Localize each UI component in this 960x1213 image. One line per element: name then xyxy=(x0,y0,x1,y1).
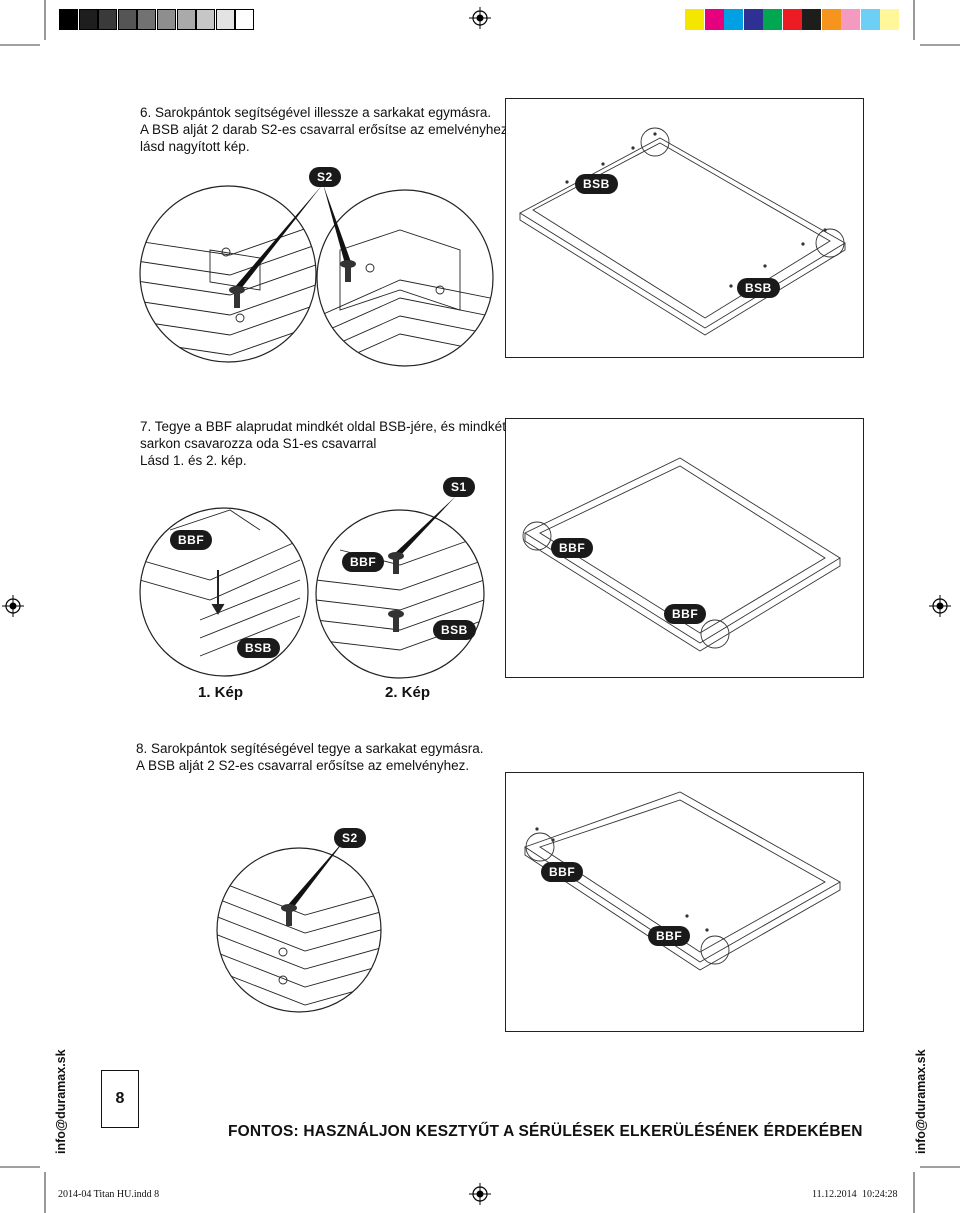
part-label-bbf-frame-bottom: BBF xyxy=(664,604,707,624)
gray-swatch xyxy=(176,9,196,30)
side-email-left: info@duramax.sk xyxy=(54,1049,68,1154)
gray-swatch xyxy=(215,9,235,30)
process-swatch xyxy=(685,9,704,30)
gray-swatch xyxy=(157,9,176,30)
step8-instructions: 8. Sarokpántok segítéségével tegye a sar… xyxy=(136,740,483,774)
gray-swatch xyxy=(117,9,137,30)
step7-instructions: 7. Tegye a BBF alaprudat mindkét oldal B… xyxy=(140,418,506,469)
process-swatch xyxy=(782,9,802,30)
page-number-box: 8 xyxy=(101,1070,139,1128)
gray-swatch xyxy=(78,9,98,30)
step7-frame-illustration xyxy=(522,457,841,652)
step6-line: A BSB alját 2 darab S2-es csavarral erős… xyxy=(140,122,512,137)
step6-detail-illustration xyxy=(139,184,494,367)
process-swatch xyxy=(880,9,899,30)
slug-time: 10:24:28 xyxy=(862,1189,898,1200)
part-label-bsb-detail1: BSB xyxy=(237,638,280,658)
part-label-bsb-detail2: BSB xyxy=(433,620,476,640)
screw-label-s2-step8: S2 xyxy=(334,828,366,848)
step7-line: 7. Tegye a BBF alaprudat mindkét oldal B… xyxy=(140,419,506,434)
step8-line: A BSB alját 2 S2-es csavarral erősítse a… xyxy=(136,758,470,773)
slug-date: 11.12.2014 xyxy=(812,1189,857,1200)
gray-swatch xyxy=(98,9,118,30)
step6-line: lásd nagyított kép. xyxy=(140,139,250,154)
registration-mark-icon xyxy=(929,595,951,617)
registration-mark-icon xyxy=(469,1183,491,1205)
gray-swatch xyxy=(137,9,157,30)
part-label-bsb-top: BSB xyxy=(575,174,618,194)
step8-detail-illustration xyxy=(216,836,382,1013)
step7-detail-illustration xyxy=(139,496,485,679)
step6-line: 6. Sarokpántok segítségével illessze a s… xyxy=(140,105,492,120)
side-email-right: info@duramax.sk xyxy=(914,1049,928,1154)
part-label-bbf-step8-bottom: BBF xyxy=(648,926,691,946)
caption-image-2: 2. Kép xyxy=(385,684,431,701)
process-swatch xyxy=(724,9,743,30)
step6-frame-illustration xyxy=(519,127,846,336)
part-label-bbf-detail2: BBF xyxy=(342,552,385,572)
screw-label-s1: S1 xyxy=(443,477,475,497)
gray-swatch xyxy=(235,9,255,30)
part-label-bsb-bottom: BSB xyxy=(737,278,780,298)
process-swatch xyxy=(763,9,782,30)
process-swatch xyxy=(841,9,860,30)
process-swatch xyxy=(802,9,821,30)
step6-instructions: 6. Sarokpántok segítségével illessze a s… xyxy=(140,104,511,155)
step8-line: 8. Sarokpántok segítéségével tegye a sar… xyxy=(136,741,484,756)
process-swatch xyxy=(860,9,880,30)
part-label-bbf-detail1: BBF xyxy=(170,530,213,550)
caption-image-1: 1. Kép xyxy=(198,684,244,701)
process-swatch xyxy=(821,9,841,30)
gray-swatch xyxy=(196,9,216,30)
slug-filename: 2014-04 Titan HU.indd 8 xyxy=(58,1189,160,1200)
part-label-bbf-step8-top: BBF xyxy=(541,862,584,882)
screw-label-s2: S2 xyxy=(309,167,341,187)
step7-line: sarkon csavarozza oda S1-es csavarral xyxy=(140,436,377,451)
step6-frame-panel xyxy=(505,98,864,358)
part-label-bbf-frame-top: BBF xyxy=(551,538,594,558)
safety-warning: FONTOS: HASZNÁLJON KESZTYŰT A SÉRÜLÉSEK … xyxy=(228,1123,863,1140)
step8-frame-illustration xyxy=(523,791,841,971)
page-number: 8 xyxy=(115,1090,125,1107)
process-swatch xyxy=(743,9,763,30)
registration-mark-icon xyxy=(469,7,491,29)
step7-line: Lásd 1. és 2. kép. xyxy=(140,453,247,468)
gray-swatch xyxy=(59,9,78,30)
registration-mark-icon xyxy=(2,595,24,617)
process-swatch xyxy=(704,9,724,30)
